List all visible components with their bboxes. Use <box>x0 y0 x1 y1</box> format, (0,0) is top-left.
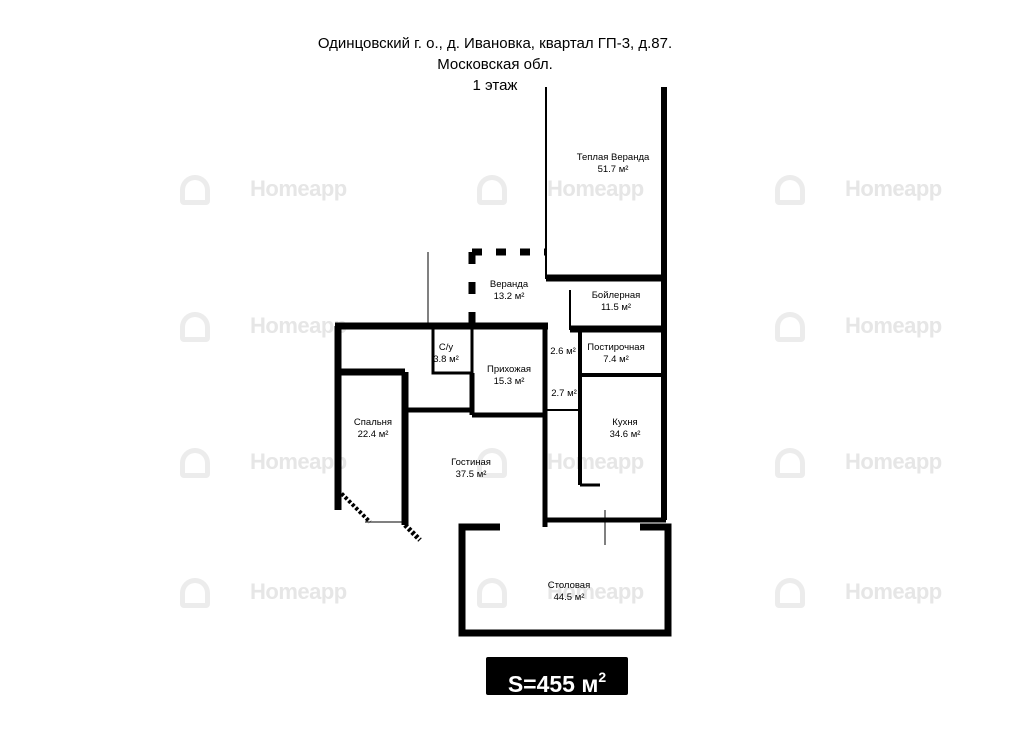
homeapp-watermark: Homeapp <box>775 175 942 205</box>
house-logo-icon <box>180 578 210 608</box>
room-name: Спальня <box>354 417 392 428</box>
homeapp-watermark: Homeapp <box>477 175 644 205</box>
watermark-text: Homeapp <box>250 448 347 474</box>
room-area: 11.5 м² <box>601 302 631 313</box>
room-area: 15.3 м² <box>494 376 525 387</box>
address-line-1: Одинцовский г. о., д. Ивановка, квартал … <box>317 35 673 52</box>
watermark-text: Homeapp <box>845 578 942 604</box>
room-name: Теплая Веранда <box>577 152 650 163</box>
room-area: 2.7 м² <box>551 388 577 399</box>
room-name: Бойлерная <box>592 290 641 301</box>
homeapp-watermark: Homeapp <box>775 312 942 342</box>
house-logo-icon <box>775 175 805 205</box>
room-area: 2.6 м² <box>550 346 576 357</box>
room-area: 22.4 м² <box>358 429 389 440</box>
room-name: Постирочная <box>587 342 645 353</box>
watermark-text: Homeapp <box>547 175 644 201</box>
address-line-2: Московская обл. <box>437 56 553 73</box>
room-area: 34.6 м² <box>610 429 641 440</box>
total-area-unit-sup: 2 <box>598 669 607 685</box>
room-area: 3.8 м² <box>433 354 459 365</box>
house-logo-icon <box>180 175 210 205</box>
watermark-text: Homeapp <box>250 312 347 338</box>
watermark-text: Homeapp <box>845 448 942 474</box>
room-name: Гостиная <box>451 457 491 468</box>
room-area: 13.2 м² <box>494 291 525 302</box>
house-logo-icon <box>180 448 210 478</box>
room-name: Прихожая <box>487 364 531 375</box>
homeapp-watermark: Homeapp <box>477 578 644 608</box>
homeapp-watermark: Homeapp <box>477 448 644 478</box>
room-name: Столовая <box>548 580 590 591</box>
watermark-text: Homeapp <box>547 448 644 474</box>
homeapp-watermark: Homeapp <box>180 578 347 608</box>
watermark-text: Homeapp <box>845 175 942 201</box>
house-logo-icon <box>775 448 805 478</box>
room-area: 37.5 м² <box>456 469 487 480</box>
room-name: С/у <box>439 342 454 353</box>
room-name: Кухня <box>612 417 637 428</box>
room-area: 44.5 м² <box>554 592 585 603</box>
room-area: 51.7 м² <box>598 164 629 175</box>
walls <box>334 87 672 637</box>
house-logo-icon <box>775 578 805 608</box>
house-logo-icon <box>477 448 507 478</box>
watermark-text: Homeapp <box>250 175 347 201</box>
total-area-badge: S=455 м2 <box>486 657 628 697</box>
homeapp-watermark: Homeapp <box>180 175 347 205</box>
watermark-text: Homeapp <box>845 312 942 338</box>
room-name: Веранда <box>490 279 529 290</box>
watermark-text: Homeapp <box>547 578 644 604</box>
homeapp-watermark: Homeapp <box>775 578 942 608</box>
watermark-text: Homeapp <box>250 578 347 604</box>
homeapp-watermark: Homeapp <box>180 448 347 478</box>
house-logo-icon <box>477 175 507 205</box>
room-area: 7.4 м² <box>603 354 629 365</box>
homeapp-watermark: Homeapp <box>180 312 347 342</box>
house-logo-icon <box>477 578 507 608</box>
house-logo-icon <box>775 312 805 342</box>
house-logo-icon <box>180 312 210 342</box>
homeapp-watermark: Homeapp <box>775 448 942 478</box>
total-area-label: S=455 м <box>507 671 599 697</box>
floor-label: 1 этаж <box>472 77 518 94</box>
